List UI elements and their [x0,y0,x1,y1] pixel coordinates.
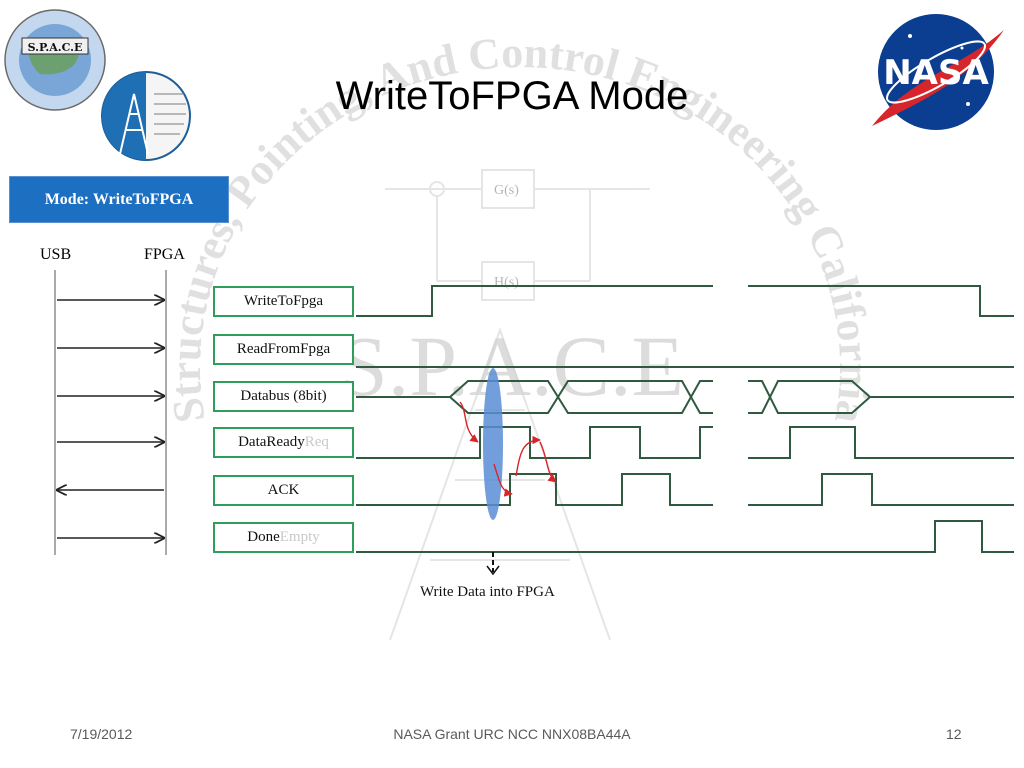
usb-column-label: USB [40,246,72,263]
nasa-logo-text: NASA [883,53,989,93]
red-arrow-dataready-to-ack [493,463,513,497]
trace-dataready-a [356,426,713,459]
signal-label-databus: Databus (8bit) [240,388,327,404]
highlight-ellipse [483,368,503,520]
space-seal-label: S.P.A.C.E [28,41,83,54]
trace-ack-b [748,473,1014,506]
signal-box-writetofpga: WriteToFpga [213,286,354,317]
signal-box-databus: Databus (8bit) [213,381,354,412]
watermark-summing-junction [429,181,445,197]
slide-title: WriteToFPGA Mode [335,74,689,118]
trace-writetofpga-a [356,285,713,317]
footer-page-number: 12 [946,726,962,742]
signal-label-dataready-struck: Req [304,434,329,450]
signal-label-dataready: DataReady [238,434,305,450]
department-seal-logo [101,71,191,161]
trace-ack-a [356,473,713,506]
watermark-tower [389,327,611,641]
fpga-column-label: FPGA [144,246,185,263]
signal-label-writetofpga: WriteToFpga [243,293,324,309]
red-arrow-dataready-to-ack-2 [539,441,557,483]
footer-grant: NASA Grant URC NCC NNX08BA44A [393,726,631,742]
nasa-logo: NASA [872,14,1004,130]
signal-label-ack: ACK [267,482,300,498]
mode-label-box: Mode: WriteToFPGA [9,176,229,223]
red-arrow-ack-to-dataready [515,435,541,477]
red-arrow-databus-to-dataready [459,401,479,443]
space-seal-logo: S.P.A.C.E [4,9,106,111]
signal-box-readfromfpga: ReadFromFpga [213,334,354,365]
trace-databus [356,380,1014,414]
annotation-caption: Write Data into FPGA [420,584,555,600]
signal-label-done-struck: Empty [279,529,320,545]
watermark-block-g [481,169,535,209]
trace-done [356,520,1014,553]
trace-writetofpga-b [748,285,1014,317]
trace-dataready-b [748,426,1014,459]
footer-date: 7/19/2012 [70,726,133,742]
watermark-label-g: G(s) [494,183,519,198]
signal-label-done: Done [247,529,280,545]
annotation-arrow-icon [486,565,500,576]
signal-box-ack: ACK [213,475,354,506]
watermark-block-h [481,261,535,301]
signal-label-readfromfpga: ReadFromFpga [236,341,331,357]
